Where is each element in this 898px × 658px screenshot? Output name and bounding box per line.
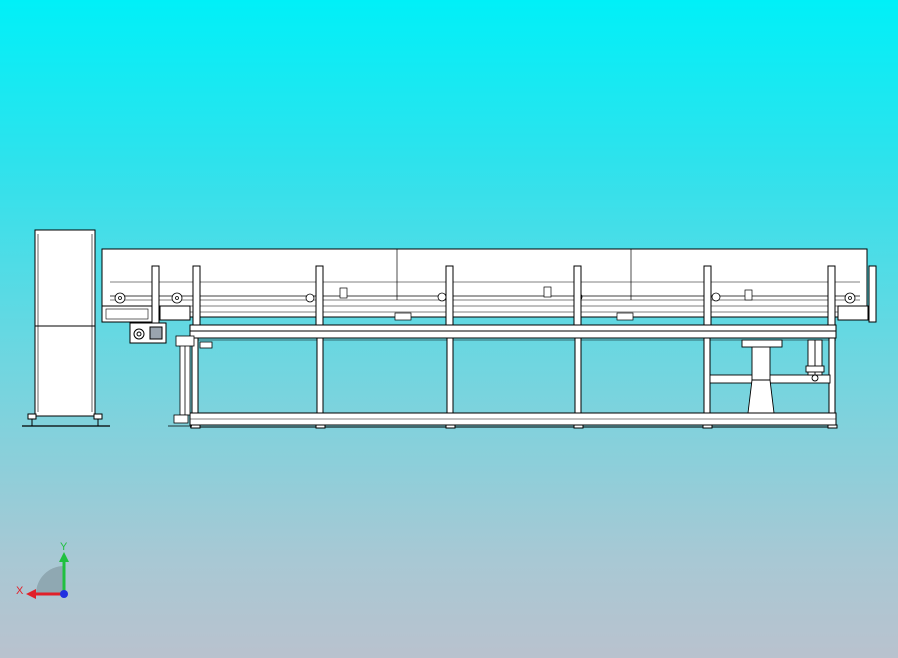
y-axis-label: Y xyxy=(60,541,68,553)
upper-conveyor-hood xyxy=(101,248,868,318)
coordinate-triad: Y X xyxy=(16,541,69,599)
tail-end-housing xyxy=(837,305,869,321)
control-cabinet[interactable] xyxy=(22,229,110,427)
y-axis-arrow-icon xyxy=(59,552,69,562)
drive-motor-unit xyxy=(101,305,191,344)
conveyor-rollers xyxy=(114,292,856,304)
z-axis-dot-icon xyxy=(60,590,68,598)
guide-posts xyxy=(151,265,877,329)
x-axis-arrow-icon xyxy=(26,589,36,599)
right-lift-assembly xyxy=(709,339,831,414)
x-axis-label: X xyxy=(16,585,24,597)
left-lift-cylinder xyxy=(168,335,213,427)
hood-brackets xyxy=(339,286,753,321)
main-frame xyxy=(189,324,838,429)
